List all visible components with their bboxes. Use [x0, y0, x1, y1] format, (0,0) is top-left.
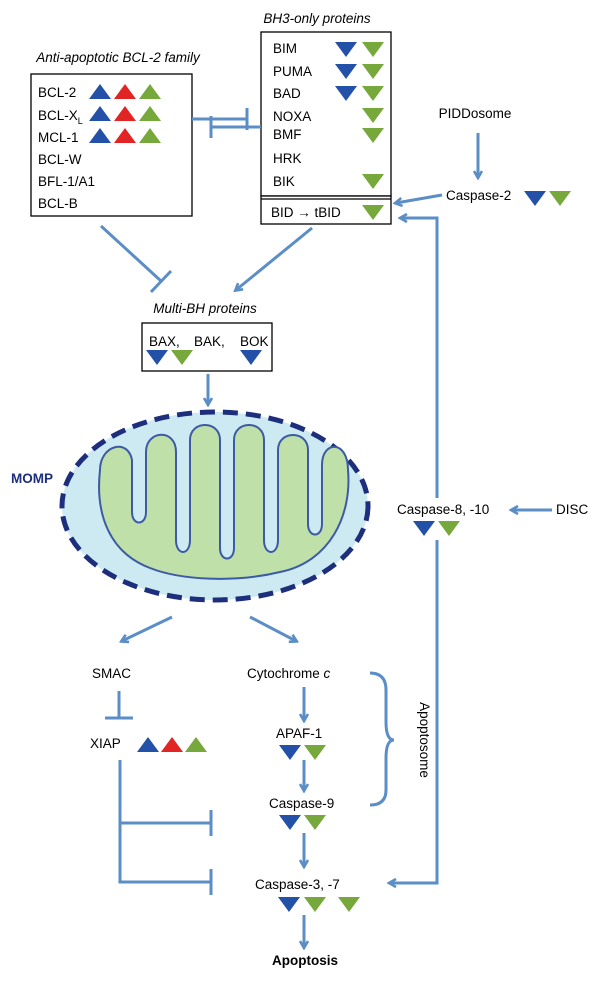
anti-apoptotic-box	[30, 73, 193, 217]
anti-apoptotic-title: Anti-apoptotic BCL-2 family	[35, 50, 201, 65]
anti-item-bclb: BCL-B	[38, 196, 78, 211]
green-down-triangle-icon	[362, 205, 384, 220]
anti-item-bcl2: BCL-2	[38, 85, 76, 100]
blue-down-triangle-icon	[413, 521, 435, 536]
green-down-triangle-icon	[362, 64, 384, 79]
bh3-only-markers	[335, 42, 384, 220]
blue-up-triangle-icon	[89, 84, 111, 99]
mutual-inhibition-lines	[192, 108, 261, 138]
smac-label: SMAC	[92, 666, 131, 681]
blue-down-triangle-icon	[240, 350, 262, 365]
green-down-triangle-icon	[362, 128, 384, 143]
caspase810-label: Caspase-8, -10	[397, 502, 489, 517]
red-up-triangle-icon	[114, 128, 136, 143]
caspase2-to-bid-arrow	[396, 193, 443, 203]
caspase37-markers	[278, 897, 360, 912]
green-down-triangle-icon	[362, 174, 384, 189]
bid-tbid-label: BID → tBID	[271, 205, 341, 220]
blue-down-triangle-icon	[279, 815, 301, 830]
bh3-item-hrk: HRK	[273, 151, 302, 166]
mito-to-smac-arrow	[122, 615, 173, 641]
anti-item-mcl1: MCL-1	[38, 130, 79, 145]
green-down-triangle-icon	[438, 521, 460, 536]
bh3-item-puma: PUMA	[273, 64, 312, 79]
xiap-markers	[137, 737, 207, 752]
blue-up-triangle-icon	[89, 106, 111, 121]
blue-down-triangle-icon	[524, 191, 546, 206]
caspase9-label: Caspase-9	[269, 796, 334, 811]
green-down-triangle-icon	[362, 86, 384, 101]
multi-bh-title: Multi-BH proteins	[153, 301, 257, 316]
cytochrome-c-label: Cytochrome c	[247, 666, 331, 681]
red-up-triangle-icon	[114, 84, 136, 99]
green-down-triangle-icon	[549, 191, 571, 206]
mitochondrion-cristae	[98, 424, 350, 580]
apoptosis-label: Apoptosis	[272, 953, 338, 968]
blue-up-triangle-icon	[89, 128, 111, 143]
green-down-triangle-icon	[304, 745, 326, 760]
anti-to-multibh-inhibition	[99, 224, 173, 294]
bh3-item-bim: BIM	[273, 41, 297, 56]
mito-to-cytc-arrow	[249, 615, 296, 641]
caspase2-label: Caspase-2	[446, 188, 511, 203]
piddosome-label: PIDDosome	[439, 106, 512, 121]
blue-down-triangle-icon	[278, 897, 300, 912]
bh3-item-bad: BAD	[273, 86, 301, 101]
green-up-triangle-icon	[139, 106, 161, 121]
caspase8-to-bid-arrow	[401, 218, 439, 498]
apaf1-markers	[279, 745, 326, 760]
mitochondrion	[59, 409, 371, 603]
anti-apoptotic-markers	[89, 84, 161, 143]
blue-down-triangle-icon	[335, 64, 357, 79]
disc-label: DISC	[556, 502, 589, 517]
green-up-triangle-icon	[185, 737, 207, 752]
bh3-item-noxa: NOXA	[273, 109, 311, 124]
blue-up-triangle-icon	[137, 737, 159, 752]
multi-bh-bax: BAX,	[149, 334, 180, 349]
green-down-triangle-icon	[338, 897, 360, 912]
caspase2-markers	[524, 191, 571, 206]
green-down-triangle-icon	[362, 42, 384, 57]
blue-down-triangle-icon	[279, 745, 301, 760]
green-down-triangle-icon	[304, 815, 326, 830]
smac-inhibits-xiap	[105, 691, 133, 720]
green-up-triangle-icon	[139, 84, 161, 99]
bh3-item-bmf: BMF	[273, 127, 302, 142]
caspase8-to-caspase37-arrow	[390, 540, 439, 883]
apoptosome-label: Apoptosome	[417, 702, 432, 778]
caspase37-label: Caspase-3, -7	[255, 877, 340, 892]
caspase9-markers	[279, 815, 326, 830]
blue-down-triangle-icon	[146, 350, 168, 365]
apaf1-label: APAF-1	[276, 726, 322, 741]
red-up-triangle-icon	[114, 106, 136, 121]
multi-bh-markers	[146, 350, 262, 365]
bid-box	[260, 195, 392, 225]
green-up-triangle-icon	[139, 128, 161, 143]
blue-down-triangle-icon	[335, 86, 357, 101]
bh3-item-bik: BIK	[273, 174, 295, 189]
multi-bh-bak: BAK,	[194, 334, 225, 349]
apoptosome-bracket	[369, 671, 395, 807]
xiap-label: XIAP	[90, 736, 121, 751]
green-down-triangle-icon	[171, 350, 193, 365]
momp-label: MOMP	[11, 471, 53, 486]
xiap-inhibition-lines	[118, 760, 213, 895]
anti-item-bclxl: BCL-XL	[38, 108, 83, 126]
blue-down-triangle-icon	[335, 42, 357, 57]
bh3-only-title: BH3-only proteins	[263, 11, 371, 26]
caspase810-markers	[413, 521, 460, 536]
multi-bh-bok: BOK	[240, 334, 269, 349]
green-down-triangle-icon	[362, 108, 384, 123]
anti-item-bfl1: BFL-1/A1	[38, 174, 95, 189]
green-down-triangle-icon	[304, 897, 326, 912]
anti-item-bclw: BCL-W	[38, 152, 82, 167]
bid-to-multibh-arrow	[236, 226, 313, 290]
red-up-triangle-icon	[161, 737, 183, 752]
